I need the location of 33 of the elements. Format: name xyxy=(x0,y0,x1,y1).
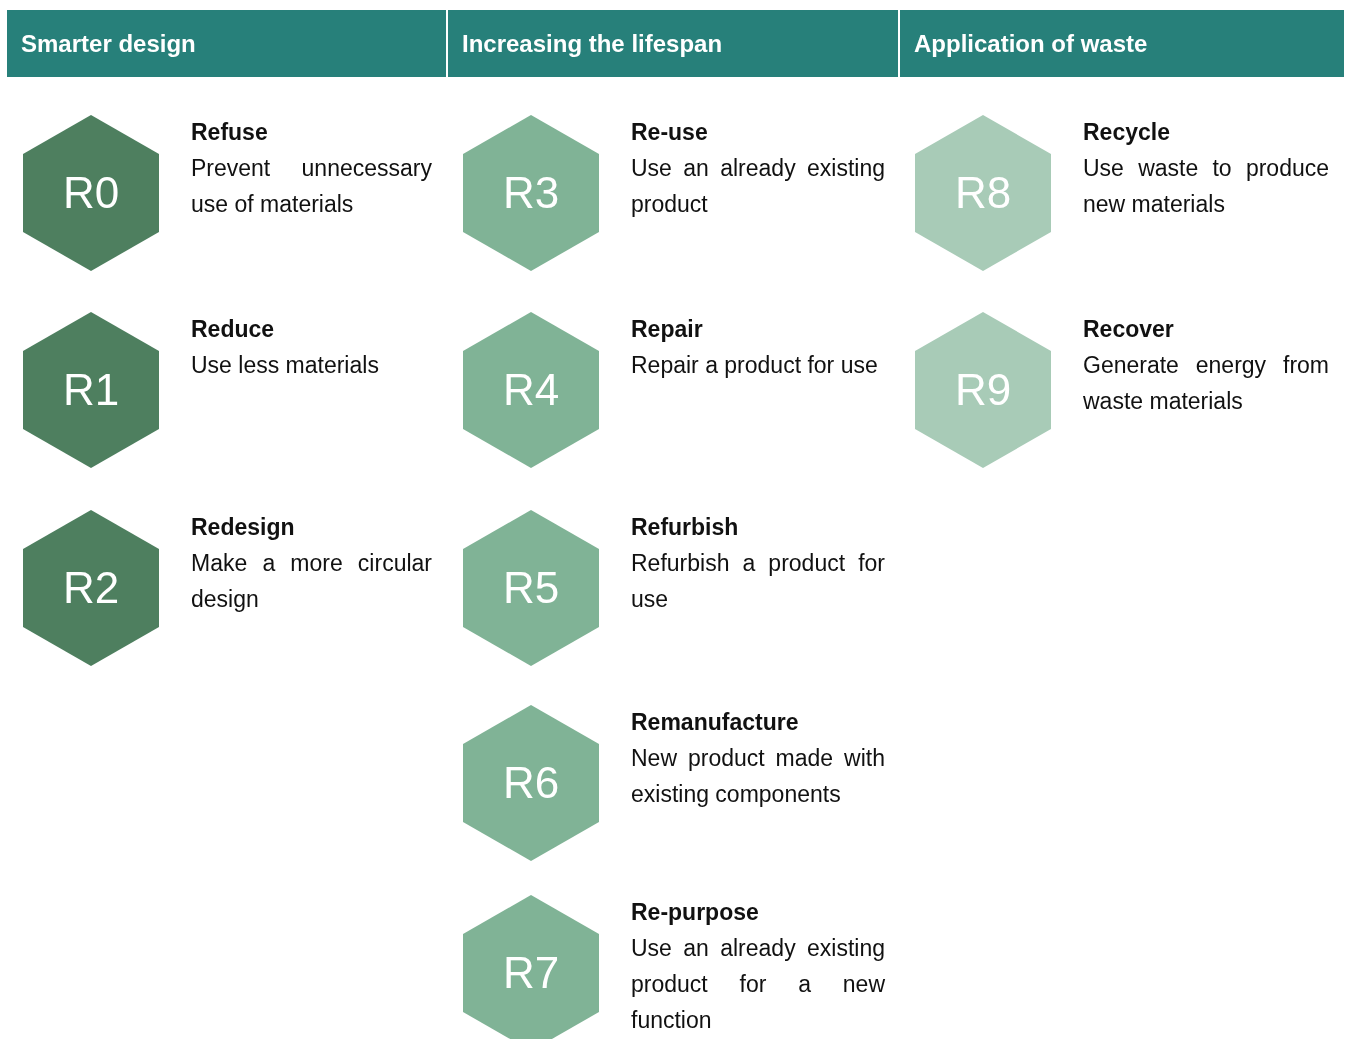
strategy-description: Refurbish a product for use xyxy=(631,549,885,614)
r-code: R2 xyxy=(62,563,120,613)
strategy-name: Re-purpose xyxy=(631,898,760,927)
column-header: Increasing the lifespan xyxy=(448,10,898,77)
r-code: R1 xyxy=(62,365,120,415)
strategy-name: Refurbish xyxy=(631,513,740,542)
strategy-name: Reduce xyxy=(191,315,276,344)
strategy-name: Redesign xyxy=(191,513,296,542)
strategy-description: Use an already existing product xyxy=(631,154,885,219)
strategy-description: Use an already existing product for a new function xyxy=(631,934,885,1035)
r-code: R5 xyxy=(502,563,560,613)
r-code: R4 xyxy=(502,365,560,415)
strategy-name: Remanufacture xyxy=(631,708,800,737)
strategy-name: Repair xyxy=(631,315,704,344)
strategy-description: New product made with existing components xyxy=(631,744,885,809)
strategy-description: Prevent unnecessary use of materials xyxy=(191,154,432,219)
r-code: R0 xyxy=(62,168,120,218)
strategy-description: Generate energy from waste materials xyxy=(1083,351,1329,416)
strategy-description: Repair a product for use xyxy=(631,351,879,380)
r-code: R6 xyxy=(502,758,560,808)
column-header: Smarter design xyxy=(7,10,446,77)
strategy-name: Refuse xyxy=(191,118,269,147)
strategy-name: Recover xyxy=(1083,315,1175,344)
r-code: R8 xyxy=(954,168,1012,218)
strategy-description: Use waste to produce new materials xyxy=(1083,154,1329,219)
strategy-description: Make a more circular design xyxy=(191,549,432,614)
r-code: R9 xyxy=(954,365,1012,415)
r-code: R7 xyxy=(502,948,560,998)
strategy-description: Use less materials xyxy=(191,351,380,380)
strategy-name: Re-use xyxy=(631,118,709,147)
column-header: Application of waste xyxy=(900,10,1344,77)
strategy-name: Recycle xyxy=(1083,118,1171,147)
r-code: R3 xyxy=(502,168,560,218)
